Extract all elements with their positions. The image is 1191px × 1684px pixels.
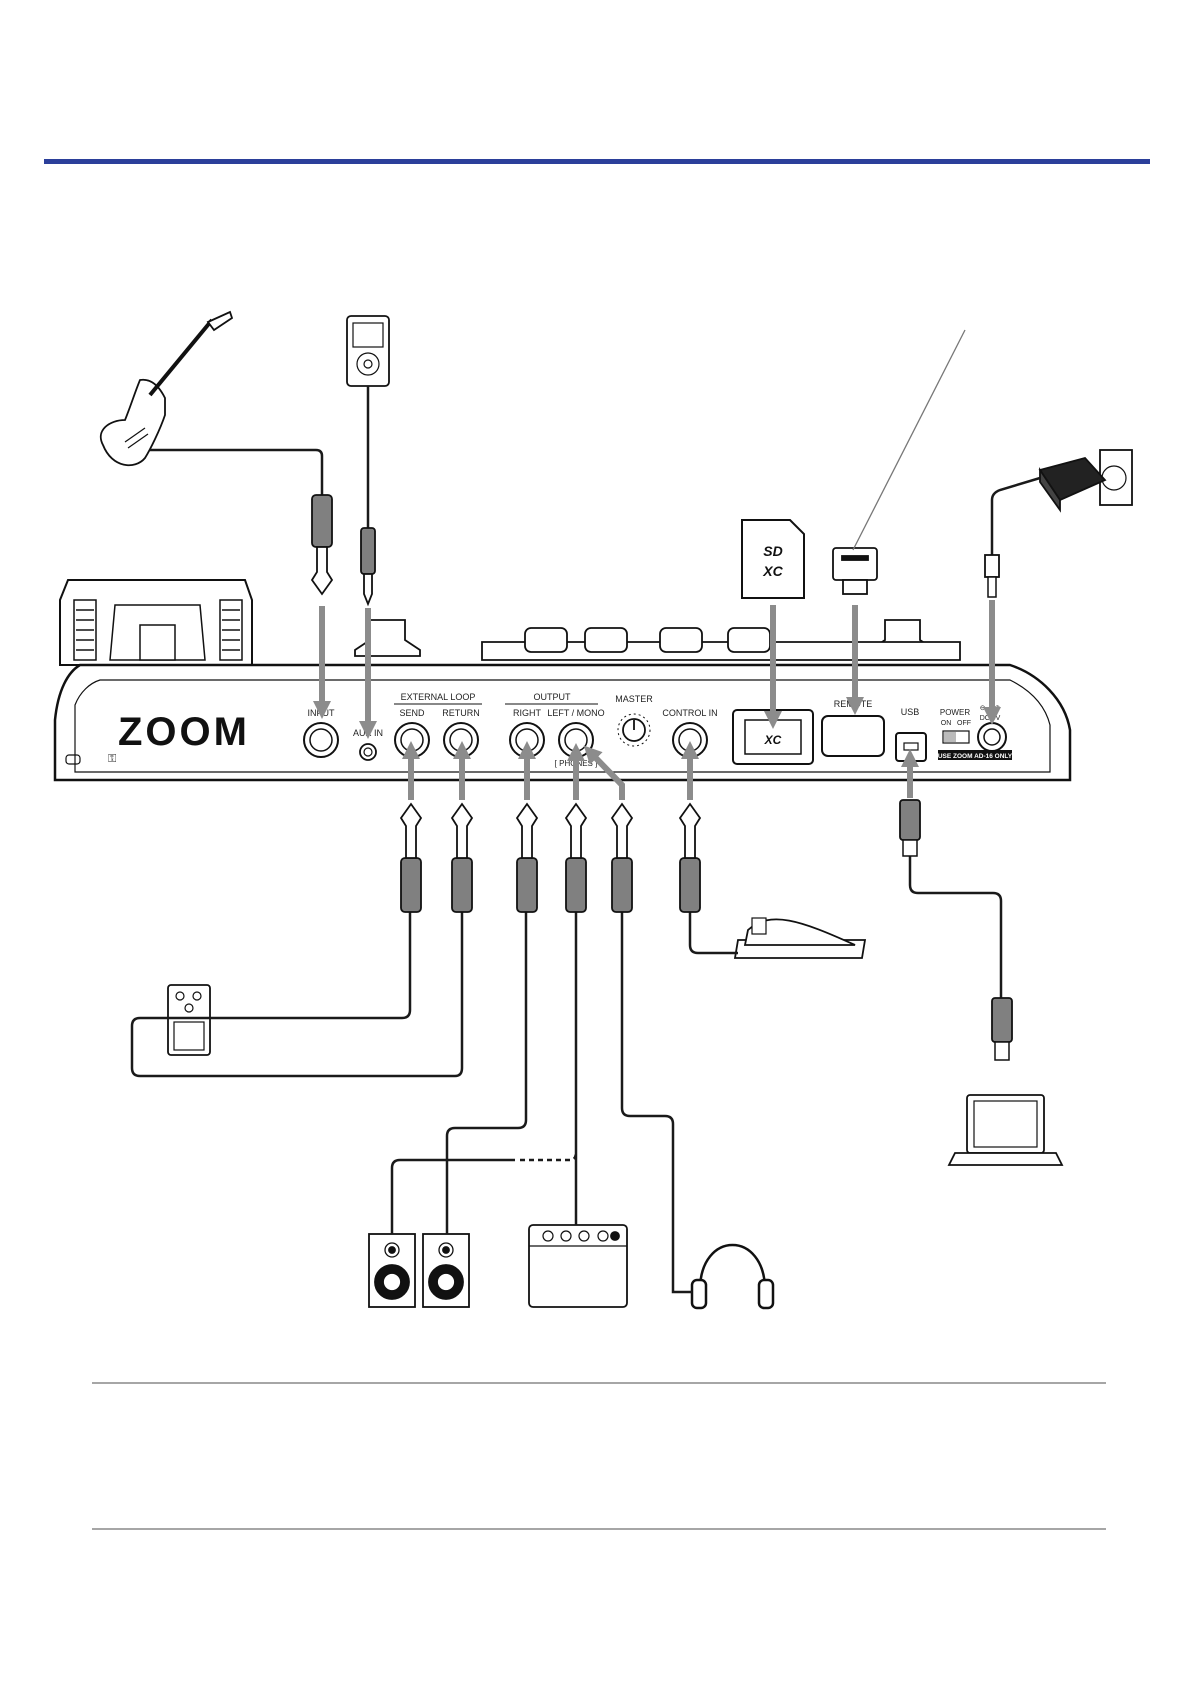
- ac-adapter-icon: [1040, 450, 1132, 510]
- power-off-label: OFF: [957, 720, 971, 727]
- guitar-icon: [101, 312, 232, 465]
- header-rule: [44, 159, 1150, 164]
- expression-pedal-icon: [735, 918, 865, 958]
- right-label: RIGHT: [513, 708, 542, 718]
- zoom-logo: ZOOM: [118, 710, 250, 754]
- dc-9v-label: DC 9V: [980, 715, 1001, 722]
- svg-text:XC: XC: [762, 563, 783, 579]
- svg-text:⚿: ⚿: [108, 753, 116, 765]
- external-loop-label: EXTERNAL LOOP: [401, 692, 476, 702]
- control-in-label: CONTROL IN: [662, 708, 717, 718]
- master-knob: [618, 714, 650, 746]
- send-label: SEND: [399, 708, 425, 718]
- svg-text:XC: XC: [764, 733, 782, 747]
- remote-port: [822, 716, 884, 756]
- remote-adapter-icon: [833, 548, 877, 594]
- output-label: OUTPUT: [534, 692, 572, 702]
- power-switch: [943, 731, 969, 743]
- headphones-icon: [692, 1245, 773, 1308]
- device-pedal: [60, 580, 252, 665]
- left-mono-label: LEFT / MONO: [547, 708, 604, 718]
- device-top-controls: [355, 620, 960, 660]
- input-jack: [304, 723, 338, 757]
- usb-port: [896, 733, 926, 761]
- laptop-icon: [949, 1095, 1062, 1165]
- power-on-label: ON: [941, 720, 952, 727]
- monitor-speaker-icon: [369, 1234, 469, 1307]
- master-label: MASTER: [615, 694, 653, 704]
- media-player-icon: [347, 316, 389, 386]
- effect-pedal-icon: [168, 985, 210, 1055]
- sd-card-icon: SD XC: [742, 520, 804, 598]
- usb-label: USB: [901, 707, 920, 717]
- device-rear-panel: ⚿ ZOOM INPUT AUX IN EXTERNAL LOOP SEND R…: [55, 580, 1070, 780]
- aux-in-jack: [360, 744, 376, 760]
- power-label: POWER: [940, 708, 970, 717]
- adapter-note: USE ZOOM AD-16 ONLY: [938, 753, 1013, 760]
- return-label: RETURN: [442, 708, 480, 718]
- remote-callout-line: [853, 330, 965, 550]
- output-left-mono-jack: [559, 723, 593, 757]
- guitar-amp-icon: [529, 1225, 627, 1307]
- svg-text:SD: SD: [763, 543, 782, 559]
- dc-in-jack: [978, 723, 1006, 751]
